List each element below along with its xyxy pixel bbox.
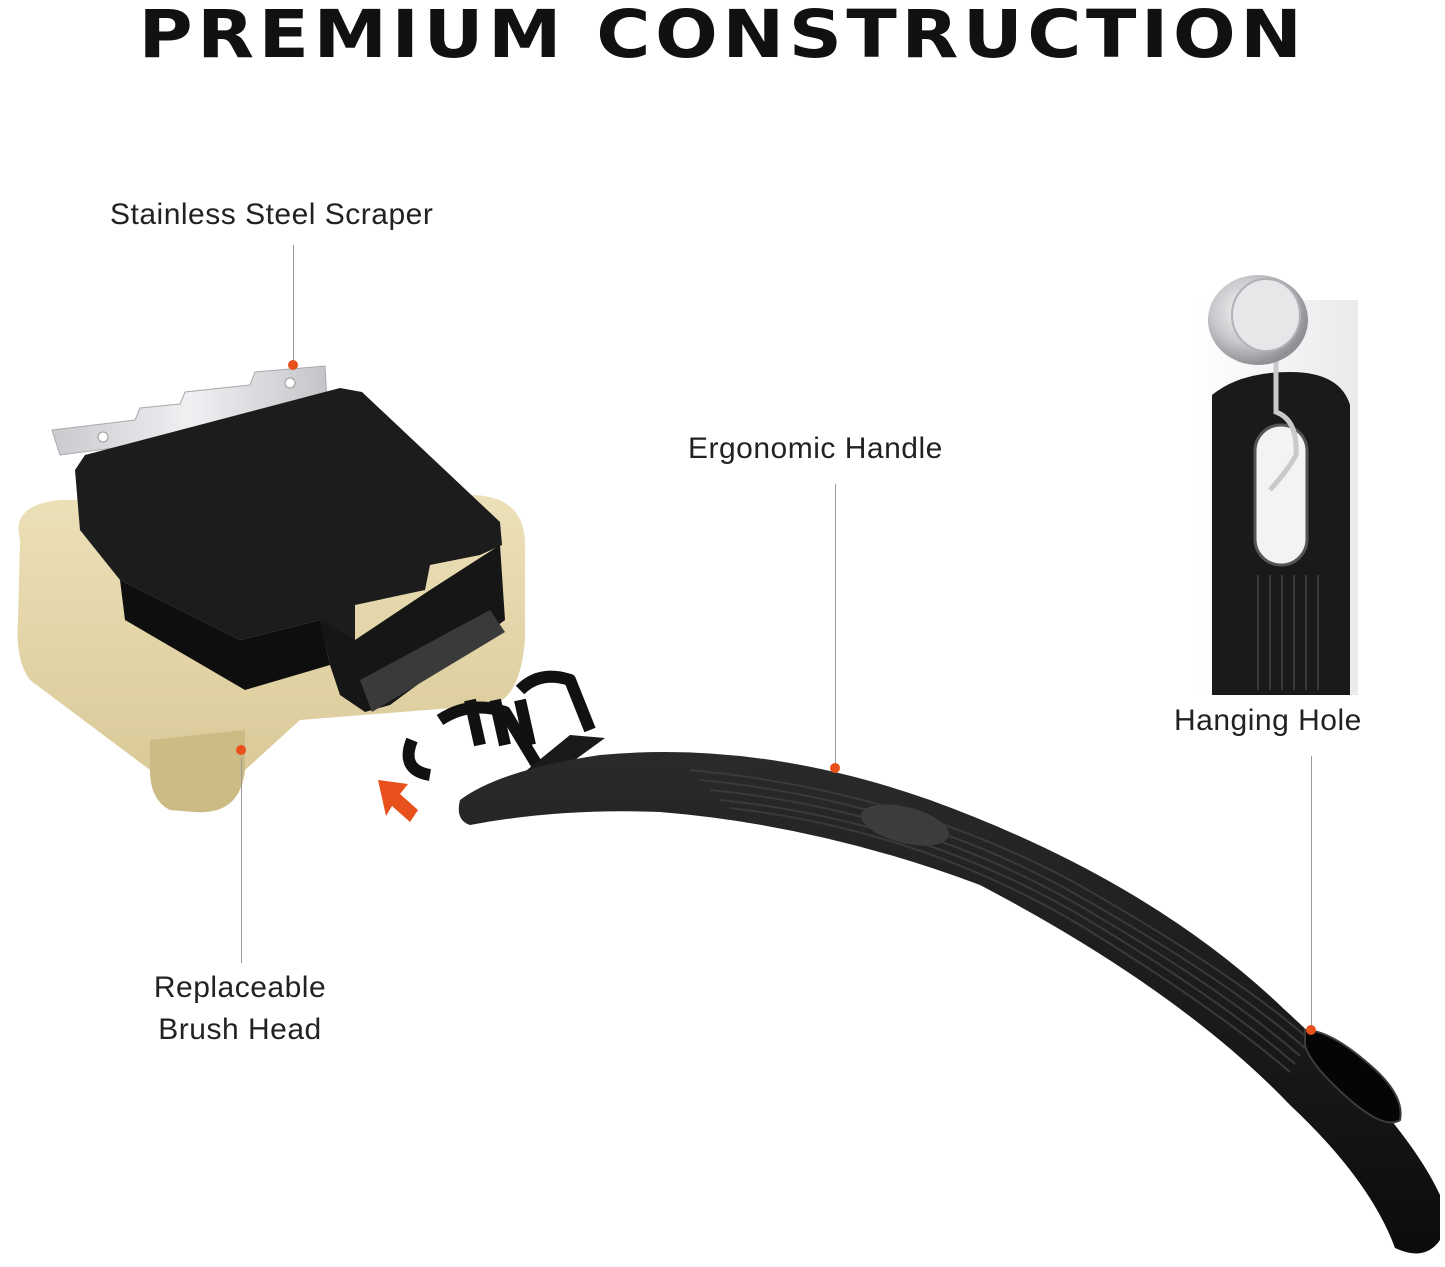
marker-dot-handle (830, 763, 840, 773)
ergonomic-handle (458, 752, 1440, 1254)
leader-line-handle (835, 484, 836, 764)
callout-handle: Ergonomic Handle (688, 432, 943, 465)
handle-connector (402, 670, 596, 781)
marker-dot-brush-head (236, 745, 246, 755)
marker-dot-scraper (288, 360, 298, 370)
callout-brush-head-line1: Replaceable (153, 971, 327, 1004)
leader-line-scraper (293, 245, 294, 363)
callout-scraper: Stainless Steel Scraper (110, 198, 434, 231)
callout-brush-head-line2: Brush Head (158, 1013, 322, 1046)
hanging-inset (1190, 275, 1358, 695)
arrow-icon (378, 780, 418, 822)
callout-brush-head: Replaceable Brush Head (120, 967, 360, 1051)
callout-hanging-hole: Hanging Hole (1174, 704, 1362, 737)
page-title: PREMIUM CONSTRUCTION (138, 0, 1307, 73)
brush-block (75, 388, 505, 712)
leader-line-brush-head (241, 758, 242, 963)
marker-dot-hanging-hole (1306, 1025, 1316, 1035)
leader-line-hanging-hole (1311, 756, 1312, 1026)
